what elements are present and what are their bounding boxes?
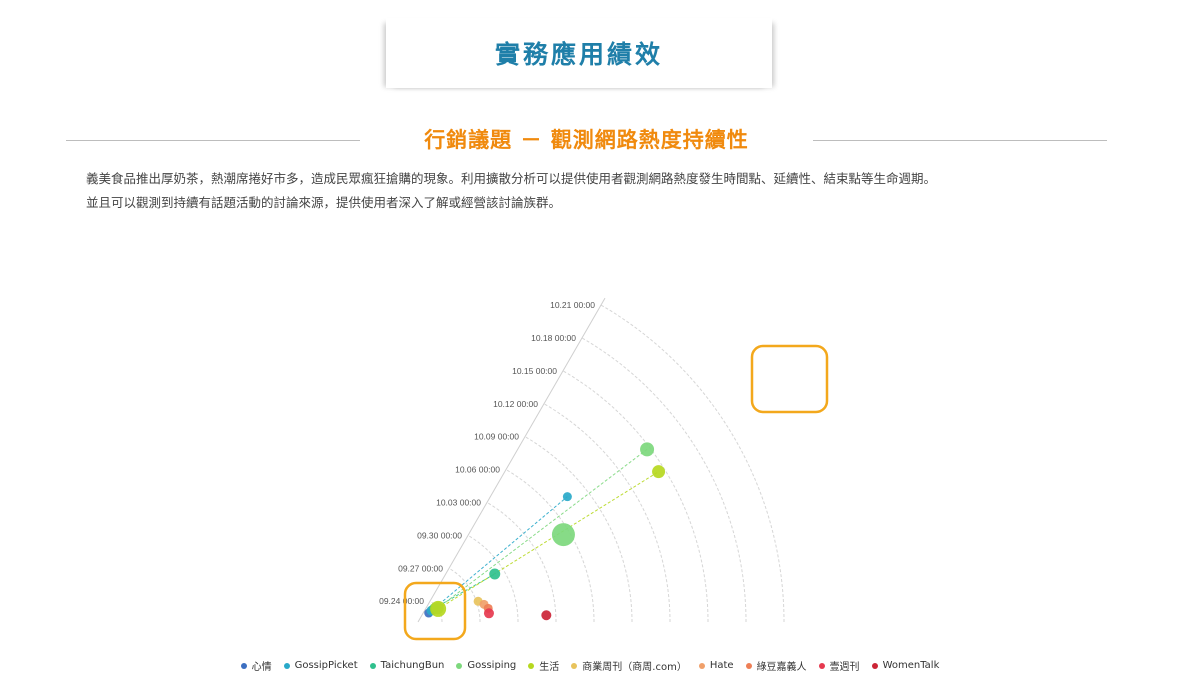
legend-label: Gossiping: [467, 660, 517, 671]
grid-ring: [543, 403, 671, 623]
legend-item[interactable]: 生活: [528, 658, 559, 673]
legend-item[interactable]: 壹週刊: [818, 658, 860, 673]
description-line: 義美食品推出厚奶茶，熱潮席捲好市多，造成民眾瘋狂搶購的現象。利用擴散分析可以提供…: [86, 171, 937, 186]
highlight-box: [750, 344, 829, 414]
legend-item[interactable]: 商業周刊（商周.com）: [571, 658, 687, 673]
legend-dot-icon: [456, 662, 463, 669]
legend-dot-icon: [745, 662, 752, 669]
legend-item[interactable]: Hate: [698, 658, 734, 673]
legend-item[interactable]: TaichungBun: [369, 658, 445, 673]
data-point[interactable]: [551, 523, 575, 547]
grid-ring: [600, 304, 785, 623]
chart-axis-labels: 09.24 00:00 09.27 00:00 09.30 00:00 10.03 0…: [379, 300, 595, 606]
legend-item[interactable]: 綠豆嘉義人: [745, 658, 807, 673]
radial-axis-label: 10.03 00:00: [436, 497, 481, 507]
description-line: 並且可以觀測到持續有話題活動的討論來源，提供使用者深入了解或經營該討論族群。: [86, 195, 562, 210]
legend-item[interactable]: 心情: [240, 658, 272, 673]
grid-ring: [524, 436, 633, 623]
diffusion-polar-chart: 09.24 00:00 09.27 00:00 09.30 00:00 10.03 0…: [379, 297, 829, 641]
legend-label: 壹週刊: [829, 662, 860, 673]
chart-points: [424, 442, 666, 621]
legend-item[interactable]: GossipPicket: [283, 658, 358, 673]
diffusion-trail: [437, 471, 659, 610]
legend-dot-icon: [871, 662, 878, 669]
radial-axis-label: 09.30 00:00: [417, 530, 462, 540]
radial-axis-label: 10.15 00:00: [512, 366, 557, 376]
data-point[interactable]: [489, 568, 501, 580]
diffusion-trail: [431, 496, 568, 612]
grid-ring: [486, 502, 557, 623]
data-point[interactable]: [541, 610, 552, 621]
legend-item[interactable]: WomenTalk: [871, 658, 940, 673]
legend-label: TaichungBun: [380, 660, 445, 671]
legend-dot-icon: [571, 662, 578, 669]
radial-axis-label: 09.27 00:00: [398, 563, 443, 573]
legend-dot-icon: [698, 662, 705, 669]
data-point[interactable]: [640, 442, 655, 457]
legend-dot-icon: [240, 662, 247, 669]
data-point[interactable]: [562, 492, 572, 502]
legend-label: 商業周刊（商周.com）: [582, 662, 687, 673]
legend-label: Hate: [709, 660, 734, 671]
radial-axis-label: 10.18 00:00: [531, 333, 576, 343]
radial-axis-line: [417, 297, 606, 623]
section-title: 行銷議題 － 觀測網路熱度持續性: [424, 128, 749, 152]
legend-dot-icon: [818, 662, 825, 669]
section-divider-left: [66, 140, 360, 141]
highlight-box: [403, 581, 467, 641]
radial-axis-label: 10.12 00:00: [493, 399, 538, 409]
chart-trails: [431, 448, 659, 612]
diffusion-trail: [434, 573, 495, 609]
chart-legend: 心情 GossipPicket TaichungBun Gossiping 生活 商業周刊…: [0, 658, 1180, 673]
grid-ring: [581, 337, 747, 623]
radial-axis-label: 10.21 00:00: [550, 300, 595, 310]
section-description: 義美食品推出厚奶茶，熱潮席捲好市多，造成民眾瘋狂搶購的現象。利用擴散分析可以提供…: [86, 167, 1096, 215]
legend-label: 綠豆嘉義人: [756, 662, 807, 673]
legend-dot-icon: [283, 662, 290, 669]
grid-ring: [448, 567, 481, 623]
legend-item[interactable]: Gossiping: [456, 658, 516, 673]
section-divider-right: [813, 140, 1107, 141]
radial-axis-label: 10.06 00:00: [455, 465, 500, 475]
grid-ring: [562, 370, 709, 623]
legend-label: 生活: [539, 662, 560, 673]
legend-label: 心情: [251, 662, 272, 673]
chart-highlights: [403, 344, 829, 641]
grid-ring: [467, 534, 519, 623]
legend-dot-icon: [369, 662, 376, 669]
chart-grid: [417, 297, 785, 623]
data-point[interactable]: [652, 465, 666, 479]
data-point[interactable]: [483, 608, 494, 619]
radial-axis-label: 10.09 00:00: [474, 432, 519, 442]
radial-axis-label: 09.24 00:00: [379, 596, 424, 606]
legend-label: WomenTalk: [882, 660, 940, 671]
diffusion-trail: [437, 448, 648, 609]
page-title: 實務應用績效: [494, 40, 663, 69]
legend-dot-icon: [528, 662, 535, 669]
page-title-box: 實務應用績效: [386, 18, 772, 88]
data-point[interactable]: [430, 600, 447, 617]
legend-label: GossipPicket: [294, 660, 358, 671]
